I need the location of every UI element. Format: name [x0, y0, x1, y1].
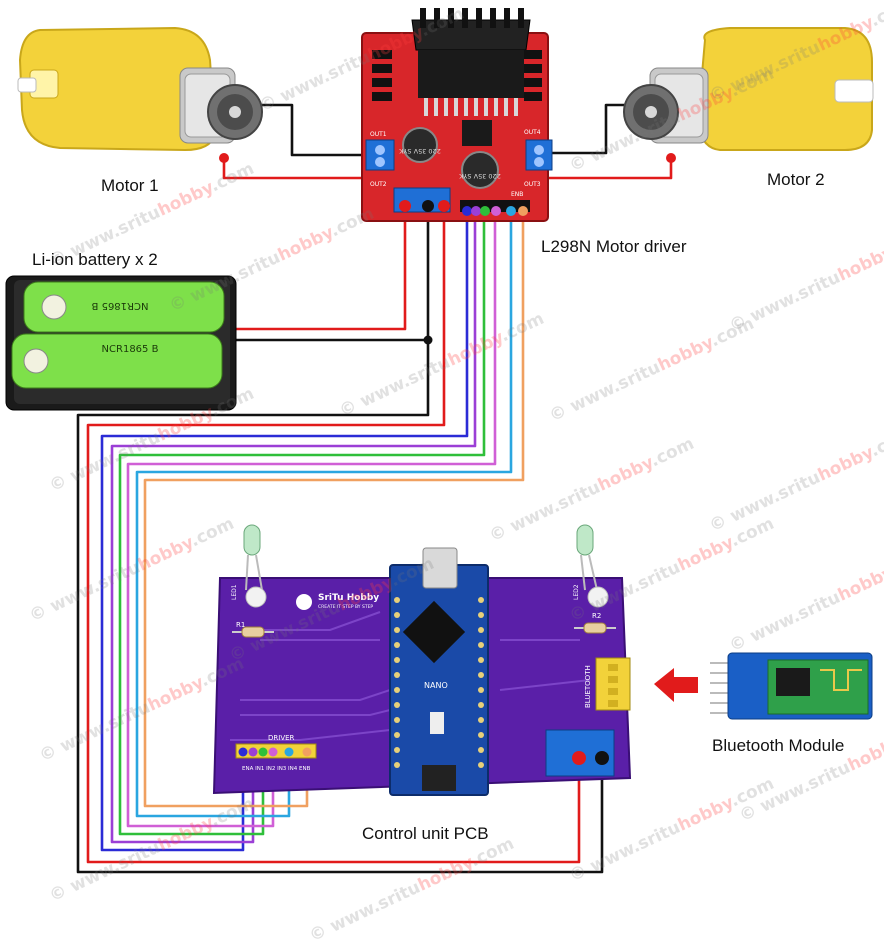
l298n-driver-board: 220 35V SYK 220 35V SYK OUT1 OUT2 OUT3 O… [361, 8, 553, 222]
battery-bottom-cell-label: NCR1865 B [102, 344, 159, 355]
pcb-led1-label: LED1 [231, 584, 238, 600]
driver-out3-label: OUT3 [524, 181, 541, 188]
driver-enb-label: ENB [511, 191, 523, 198]
pcb-driver-header-label: DRIVER [268, 734, 295, 742]
pcb-label: Control unit PCB [362, 824, 489, 843]
control-pcb: SriTu Hobby CREATE IT STEP BY STEP LED1 … [212, 524, 632, 796]
wiring-diagram: 220 35V SYK 220 35V SYK OUT1 OUT2 OUT3 O… [5, 0, 884, 946]
driver-label: L298N Motor driver [541, 237, 687, 256]
arrow-icon [654, 668, 698, 702]
battery-top-cell-label: NCR1865 B [91, 300, 148, 311]
driver-cap2-label: 220 35V SYK [458, 172, 500, 180]
diagram-canvas: 220 35V SYK 220 35V SYK OUT1 OUT2 OUT3 O… [5, 8, 874, 874]
wire-pcb-red [86, 207, 581, 864]
driver-out1-label: OUT1 [370, 131, 387, 138]
wire-battery-red [228, 207, 407, 331]
wires [76, 103, 673, 874]
driver-out2-label: OUT2 [370, 181, 387, 188]
pcb-r1-label: R1 [236, 621, 245, 629]
pcb-driver-pins-label: ENA IN1 IN2 IN3 IN4 ENB [242, 766, 311, 772]
pcb-brand-title: SriTu Hobby [318, 593, 379, 603]
battery-label: Li-ion battery x 2 [32, 250, 158, 269]
pcb-brand-tagline: CREATE IT STEP BY STEP [318, 604, 373, 610]
wire-in3-purple [126, 210, 497, 828]
wire-motor1-red [222, 158, 386, 180]
driver-cap1-label: 220 35V SYK [398, 147, 440, 155]
wire-in2-green [118, 210, 486, 836]
bluetooth-module [654, 652, 873, 720]
bluetooth-label: Bluetooth Module [712, 736, 845, 755]
pcb-nano-label: NANO [424, 681, 448, 690]
wire-in1-purple [110, 210, 477, 844]
motor-1 [17, 26, 263, 152]
battery-holder: NCR1865 B NCR1865 B [5, 275, 237, 411]
driver-out4-label: OUT4 [524, 129, 541, 136]
pcb-r2-label: R2 [592, 612, 601, 620]
motor-2 [623, 27, 874, 151]
wire-pcb-black [76, 340, 604, 874]
wire-battery-black [232, 207, 430, 342]
motor2-label: Motor 2 [767, 170, 825, 189]
pcb-bluetooth-header-label: BLUETOOTH [584, 665, 592, 708]
pcb-led2-label: LED2 [573, 584, 580, 600]
motor1-label: Motor 1 [101, 176, 159, 195]
wire-enb-orange [143, 210, 525, 808]
wire-motor2-red [548, 158, 673, 180]
